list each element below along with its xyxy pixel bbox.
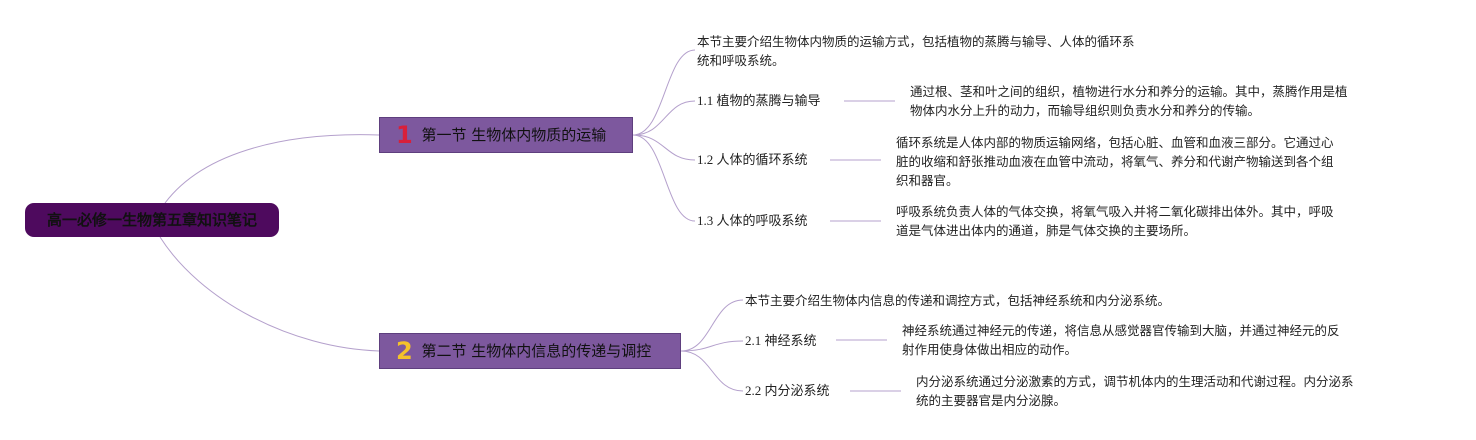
section-2-intro-line: 本节主要介绍生物体内信息的传递和调控方式，包括神经系统和内分泌系统。 bbox=[745, 293, 1171, 308]
topic-1-2-desc: 循环系统是人体内部的物质运输网络，包括心脏、血管和血液三部分。它通过心 脏的收缩… bbox=[896, 133, 1396, 190]
topic-1-2-label: 1.2 人体的循环系统 bbox=[697, 152, 808, 167]
connector-root-section-1 bbox=[164, 134, 380, 204]
topic-1-1-desc-line: 通过根、茎和叶之间的组织，植物进行水分和养分的运输。其中，蒸腾作用是植 bbox=[910, 84, 1348, 99]
section-2-number-badge: 2 bbox=[396, 337, 413, 365]
connector-section-1-intro bbox=[632, 49, 696, 136]
section-1-intro: 本节主要介绍生物体内物质的运输方式，包括植物的蒸腾与输导、人体的循环系 统和呼吸… bbox=[697, 32, 1197, 70]
connector-section-1-topic-2 bbox=[632, 134, 696, 161]
connector-section-2-intro bbox=[680, 299, 744, 352]
topic-1-1-label: 1.1 植物的蒸腾与输导 bbox=[697, 93, 821, 108]
topic-1-1-desc-line: 物体内水分上升的动力，而输导组织则负责水分和养分的传输。 bbox=[910, 103, 1261, 118]
section-2-intro: 本节主要介绍生物体内信息的传递和调控方式，包括神经系统和内分泌系统。 bbox=[745, 291, 1245, 310]
connector-section-2-topic-2 bbox=[680, 350, 744, 392]
connector-root-section-2 bbox=[159, 236, 380, 352]
topic-2-1-desc-line: 神经系统通过神经元的传递，将信息从感觉器官传输到大脑，并通过神经元的反 bbox=[902, 323, 1340, 338]
topic-2-2-desc-line: 统的主要器官是内分泌腺。 bbox=[916, 393, 1067, 408]
topic-2-2-desc: 内分泌系统通过分泌激素的方式，调节机体内的生理活动和代谢过程。内分泌系 统的主要… bbox=[916, 372, 1416, 410]
topic-1-1-desc: 通过根、茎和叶之间的组织，植物进行水分和养分的运输。其中，蒸腾作用是植 物体内水… bbox=[910, 82, 1410, 120]
section-1-intro-line: 本节主要介绍生物体内物质的运输方式，包括植物的蒸腾与输导、人体的循环系 bbox=[697, 34, 1135, 49]
section-1-number-badge: 1 bbox=[396, 121, 413, 149]
connector-section-2-topic-1 bbox=[680, 340, 744, 352]
topic-1-2-desc-line: 脏的收缩和舒张推动血液在血管中流动，将氧气、养分和代谢产物输送到各个组 bbox=[896, 154, 1334, 169]
topic-2-1-desc: 神经系统通过神经元的传递，将信息从感觉器官传输到大脑，并通过神经元的反 射作用使… bbox=[902, 321, 1402, 359]
topic-2-2-desc-line: 内分泌系统通过分泌激素的方式，调节机体内的生理活动和代谢过程。内分泌系 bbox=[916, 374, 1354, 389]
connector-section-1-topic-3 bbox=[632, 134, 696, 222]
section-1-intro-line: 统和呼吸系统。 bbox=[697, 53, 785, 68]
root-node: 高一必修一生物第五章知识笔记 bbox=[25, 203, 279, 237]
topic-2-1-desc-line: 射作用使身体做出相应的动作。 bbox=[902, 342, 1078, 357]
section-2-node: 2 第二节 生物体内信息的传递与调控 bbox=[379, 333, 681, 369]
section-2-title: 第二节 生物体内信息的传递与调控 bbox=[421, 342, 652, 360]
connector-section-1-topic-1 bbox=[632, 100, 696, 136]
topic-1-3-desc-line: 道是气体进出体内的通道，肺是气体交换的主要场所。 bbox=[896, 223, 1197, 238]
topic-1-3-desc-line: 呼吸系统负责人体的气体交换，将氧气吸入并将二氧化碳排出体外。其中，呼吸 bbox=[896, 204, 1334, 219]
topic-1-3-label: 1.3 人体的呼吸系统 bbox=[697, 213, 808, 228]
topic-2-2-label: 2.2 内分泌系统 bbox=[745, 383, 830, 398]
topic-1-3-desc: 呼吸系统负责人体的气体交换，将氧气吸入并将二氧化碳排出体外。其中，呼吸 道是气体… bbox=[896, 202, 1396, 240]
section-1-title: 第一节 生物体内物质的运输 bbox=[421, 126, 607, 144]
section-1-node: 1 第一节 生物体内物质的运输 bbox=[379, 117, 633, 153]
topic-2-1-label: 2.1 神经系统 bbox=[745, 333, 817, 348]
root-title: 高一必修一生物第五章知识笔记 bbox=[46, 211, 257, 229]
topic-1-2-desc-line: 织和器官。 bbox=[896, 173, 959, 188]
topic-1-2-desc-line: 循环系统是人体内部的物质运输网络，包括心脏、血管和血液三部分。它通过心 bbox=[896, 135, 1334, 150]
